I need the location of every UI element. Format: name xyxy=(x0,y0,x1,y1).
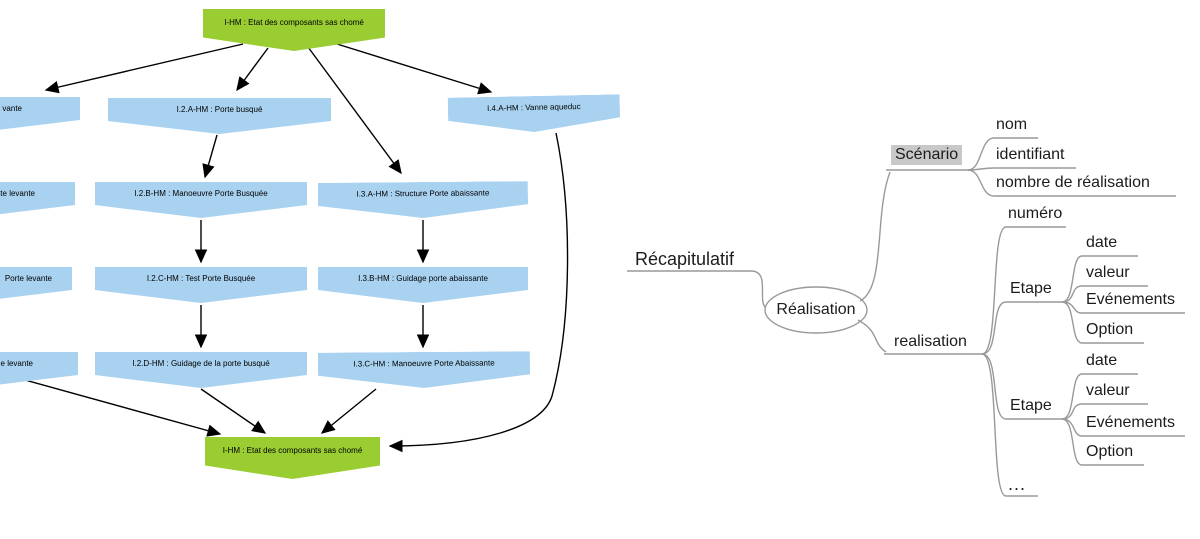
mindmap-node-e2-evenements: Evénements xyxy=(1086,414,1175,431)
arrow-col1-end xyxy=(24,379,222,437)
arrow-start-to-i3a xyxy=(307,46,402,175)
branch-e1-option xyxy=(1061,301,1144,344)
branch-identifiant xyxy=(967,167,1076,171)
flowchart-arrows xyxy=(24,43,569,453)
mindmap-node-e1-evenements: Evénements xyxy=(1086,291,1175,308)
branch-etape1 xyxy=(981,301,1062,355)
node-label: I.2.C-HM : Test Porte Busquée xyxy=(146,274,256,283)
mindmap-center-node: Réalisation xyxy=(776,301,856,318)
mindmap-node-etape2: Etape xyxy=(1010,397,1052,414)
node-label: I.2.D-HM : Guidage de la porte busqué xyxy=(132,359,270,368)
mindmap-node-e2-valeur: valeur xyxy=(1086,382,1130,399)
mindmap-node-realisation: realisation xyxy=(894,333,967,350)
branch-e2-date xyxy=(1061,373,1138,420)
node-label: e levante xyxy=(0,359,33,368)
mindmap-branches xyxy=(627,137,1185,497)
mindmap-node-identifiant: identifiant xyxy=(996,146,1065,163)
node-label: te levante xyxy=(0,189,35,198)
mindmap-node-nom: nom xyxy=(996,116,1028,133)
node-label: I.2.B-HM : Manoeuvre Porte Busquée xyxy=(134,189,268,198)
arrow-i4a-end-curve xyxy=(388,132,569,453)
mindmap-node-e1-date: date xyxy=(1086,234,1118,251)
arrow-start-to-i2a xyxy=(236,47,269,92)
node-label: vante xyxy=(2,104,22,113)
mindmap-node-e1-option: Option xyxy=(1086,321,1134,338)
branch-e1-valeur xyxy=(1061,285,1148,303)
arrow-i2a-i2b xyxy=(202,134,218,179)
branch-etape2 xyxy=(981,353,1062,420)
branch-center-to-scenario xyxy=(859,171,891,302)
branch-center-to-realisation xyxy=(857,319,887,353)
mindmap-root: Récapitulatif xyxy=(635,249,735,269)
node-label: Porte levante xyxy=(4,274,52,283)
mindmap-node-etape1: Etape xyxy=(1010,280,1052,297)
node-label: I.2.A-HM : Porte busqué xyxy=(176,105,263,114)
mindmap-node-e2-option: Option xyxy=(1086,443,1134,460)
mindmap-node-more: ... xyxy=(1008,474,1027,494)
center-ellipse xyxy=(764,286,868,334)
branch-numero xyxy=(981,226,1066,355)
branch-e2-valeur xyxy=(1061,403,1148,420)
end-node-label: I-HM : Etat des composants sas chomé xyxy=(222,446,363,455)
branch-more xyxy=(981,353,1038,497)
branch-e2-option xyxy=(1061,418,1144,466)
mindmap-node-nombre-de-realisation: nombre de réalisation xyxy=(996,174,1150,191)
node-label: I.3.B-HM : Guidage porte abaissante xyxy=(358,274,488,283)
arrow-i2d-end xyxy=(200,388,267,434)
arrow-i3c-end xyxy=(320,388,377,434)
arrow-start-to-col1 xyxy=(44,43,244,94)
node-label: I.4.A-HM : Vanne aqueduc xyxy=(486,102,581,113)
arrow-start-to-i4a xyxy=(336,43,493,95)
node-label: I.3.A-HM : Structure Porte abaissante xyxy=(356,188,490,199)
mindmap-node-e1-valeur: valeur xyxy=(1086,264,1130,281)
start-node-label: I-HM : Etat des composants sas chomé xyxy=(224,18,364,27)
mindmap-node-scenario: Scénario xyxy=(891,145,963,165)
branch-e1-date xyxy=(1061,255,1138,303)
branch-nom xyxy=(967,137,1038,171)
branch-nombre xyxy=(967,169,1176,197)
mindmap-node-e2-date: date xyxy=(1086,352,1118,369)
node-label: I.3.C-HM : Manoeuvre Porte Abaissante xyxy=(353,358,495,369)
mindmap-node-numero: numéro xyxy=(1008,205,1063,222)
